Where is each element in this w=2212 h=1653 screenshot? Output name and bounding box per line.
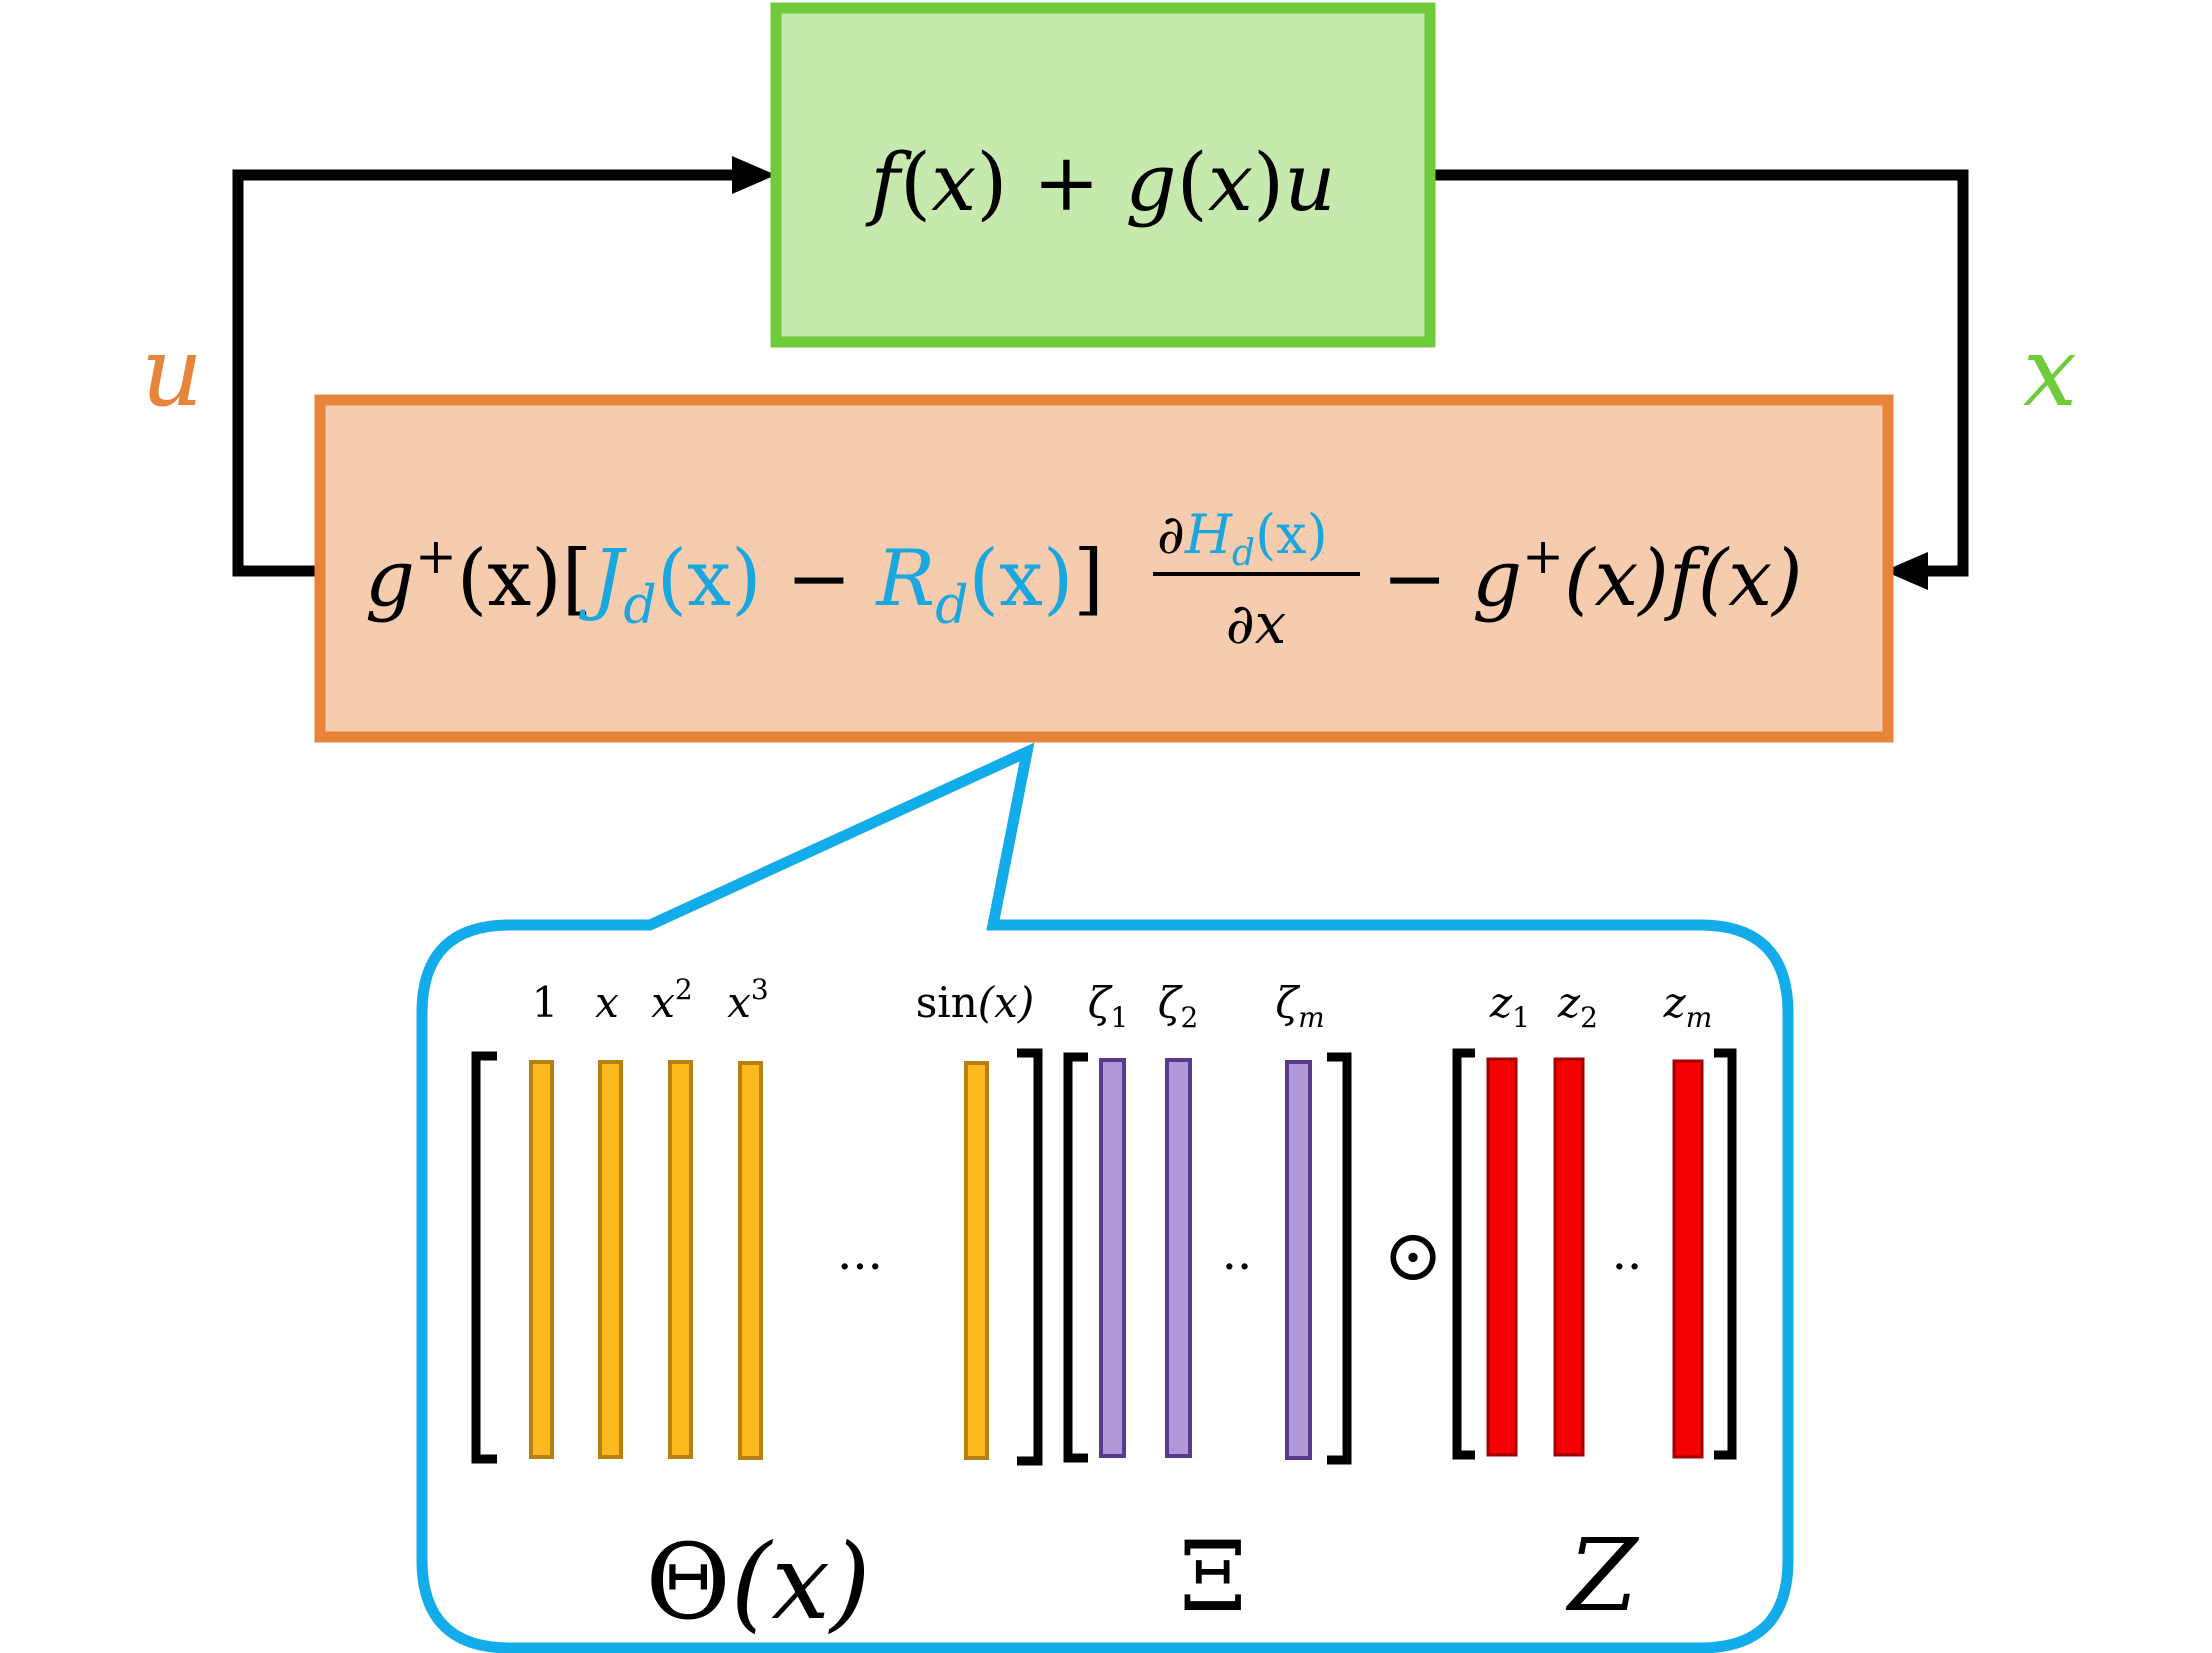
z-column-1 bbox=[1486, 1057, 1518, 1457]
xi-header-m: ζm bbox=[1275, 978, 1324, 1034]
z-header-1: z1 bbox=[1489, 978, 1530, 1034]
theta-header-x2: x2 bbox=[651, 973, 693, 1027]
theta-header-x: x bbox=[595, 978, 619, 1027]
controller-law-left: g+(x)[Jd(x) − Rd(x)] bbox=[365, 527, 1104, 636]
theta-bracket-left bbox=[471, 1051, 497, 1464]
theta-column-x bbox=[598, 1060, 623, 1459]
plant-block: f(x) + g(x)u bbox=[770, 2, 1436, 348]
theta-bracket-right bbox=[1017, 1048, 1043, 1466]
z-columns bbox=[1486, 1057, 1704, 1459]
controller-box bbox=[314, 394, 1894, 743]
xi-bracket-right bbox=[1327, 1052, 1352, 1465]
xi-columns bbox=[1099, 1058, 1312, 1460]
z-column-m bbox=[1672, 1059, 1704, 1459]
xi-headers: ζ1 ζ2 ζm bbox=[1088, 978, 1325, 1034]
theta-headers: 1 x x2 x3 sin(x) bbox=[532, 973, 1035, 1027]
state-label: x bbox=[2023, 316, 2077, 428]
feedback-loop bbox=[232, 156, 1969, 590]
controller-block: g+(x)[Jd(x) − Rd(x)] ∂Hd(x) ∂x − g+(x)f(… bbox=[314, 394, 1894, 743]
theta-header-sin: sin(x) bbox=[916, 978, 1035, 1027]
control-input-label: u bbox=[141, 316, 203, 428]
xi-column-2 bbox=[1165, 1058, 1192, 1458]
arrowhead-into-controller bbox=[1884, 552, 1928, 590]
theta-library-matrix: 1 x x2 x3 sin(x) ··· bbox=[471, 973, 1043, 1466]
z-ellipsis: ·· bbox=[1612, 1239, 1643, 1295]
z-header-2: z2 bbox=[1557, 978, 1598, 1034]
fraction-numerator: ∂Hd(x) bbox=[1157, 503, 1328, 574]
theta-column-1 bbox=[529, 1060, 554, 1459]
state-arrow-x bbox=[1430, 169, 1969, 577]
xi-matrix-name: Ξ bbox=[1179, 1521, 1247, 1633]
theta-header-x3: x3 bbox=[727, 973, 769, 1027]
hadamard-product-symbol: ⊙ bbox=[1383, 1213, 1443, 1297]
xi-header-2: ζ2 bbox=[1158, 978, 1199, 1034]
theta-matrix-name: Θ(x) bbox=[645, 1521, 870, 1643]
fraction-denominator: ∂x bbox=[1226, 592, 1287, 657]
theta-column-x3 bbox=[738, 1061, 763, 1460]
controller-law-right: − g+(x)f(x) bbox=[1382, 527, 1803, 624]
plant-dynamics-equation: f(x) + g(x)u bbox=[865, 136, 1335, 229]
z-column-2 bbox=[1553, 1057, 1585, 1457]
xi-ellipsis: ·· bbox=[1222, 1239, 1253, 1295]
theta-column-sin bbox=[964, 1061, 989, 1460]
theta-columns bbox=[529, 1060, 989, 1460]
z-selection-matrix: z1 z2 zm ·· bbox=[1452, 978, 1737, 1460]
theta-column-x2 bbox=[668, 1060, 693, 1459]
z-matrix-name: Z bbox=[1565, 1517, 1639, 1634]
xi-column-m bbox=[1285, 1060, 1312, 1460]
xi-column-1 bbox=[1099, 1058, 1126, 1458]
xi-bracket-left bbox=[1063, 1052, 1088, 1463]
xi-coefficient-matrix: ζ1 ζ2 ζm ·· bbox=[1063, 978, 1352, 1465]
theta-header-1: 1 bbox=[532, 978, 559, 1027]
xi-header-1: ζ1 bbox=[1088, 978, 1129, 1034]
input-arrow-u bbox=[232, 169, 740, 577]
energy-gradient-fraction: ∂Hd(x) ∂x bbox=[1153, 503, 1360, 657]
theta-ellipsis: ··· bbox=[837, 1239, 883, 1295]
plant-box bbox=[770, 2, 1436, 348]
z-header-m: zm bbox=[1663, 978, 1713, 1034]
z-bracket-left bbox=[1452, 1048, 1475, 1460]
z-headers: z1 z2 zm bbox=[1489, 978, 1712, 1034]
arrowhead-into-plant bbox=[732, 156, 776, 194]
z-bracket-right bbox=[1714, 1048, 1737, 1460]
